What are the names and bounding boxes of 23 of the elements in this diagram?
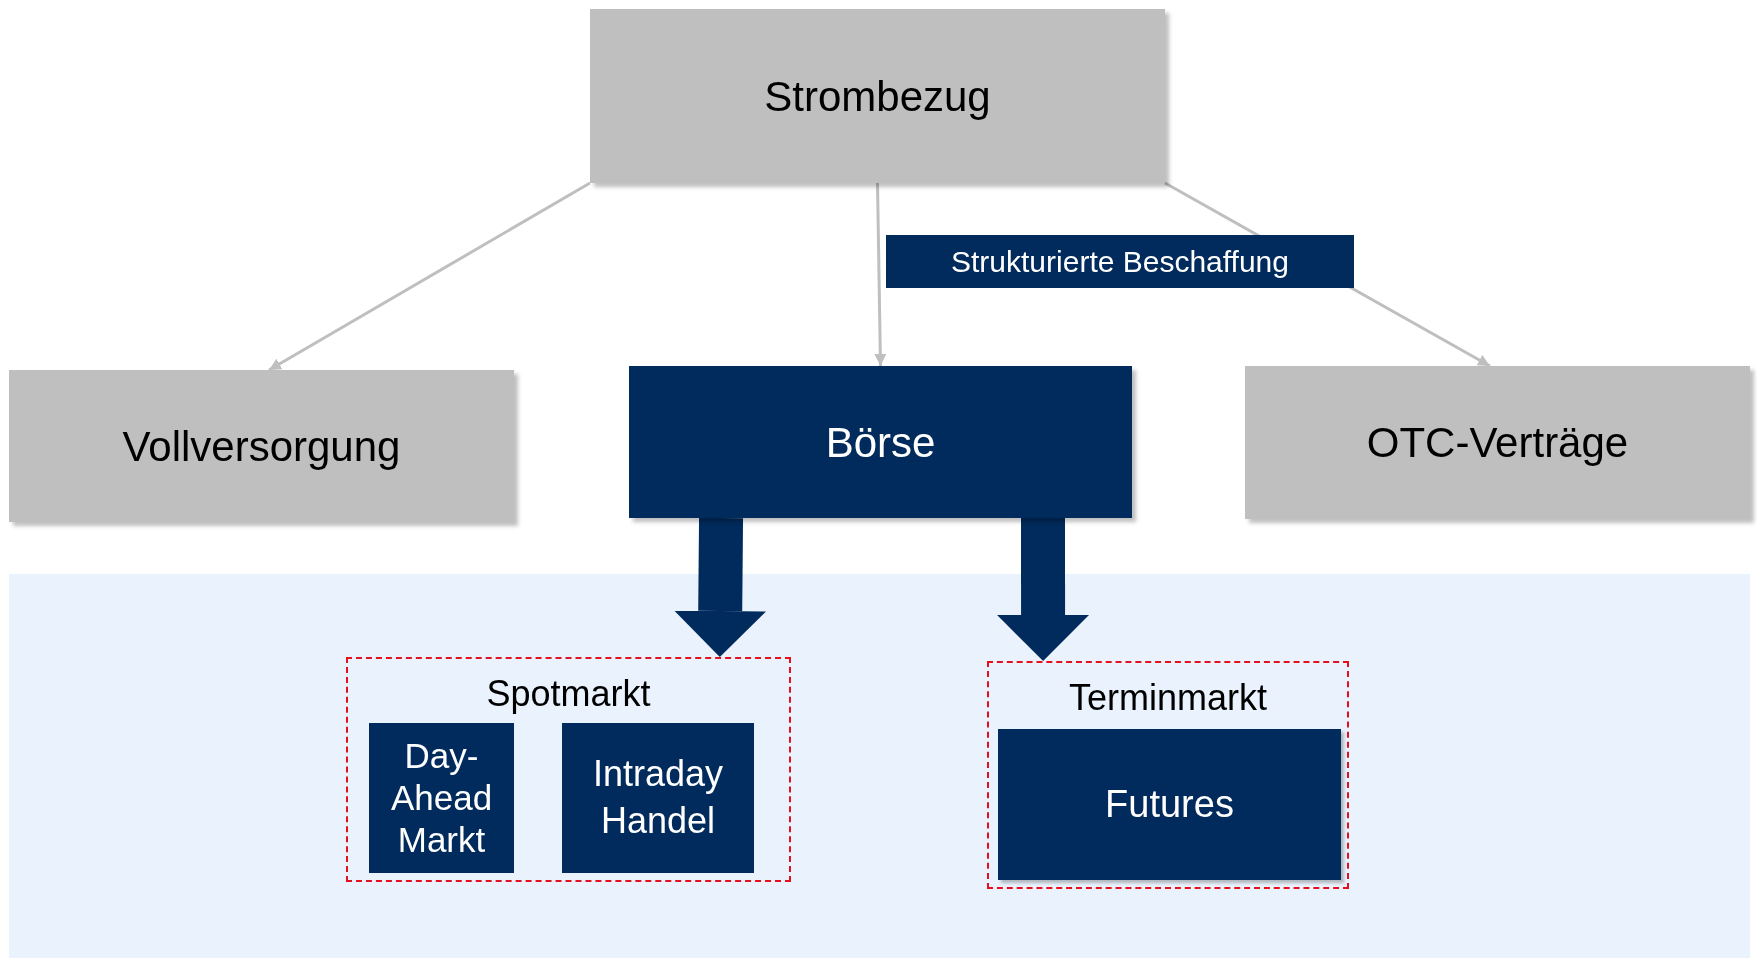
edge-label: Strukturierte Beschaffung	[886, 235, 1354, 288]
node-label: Day-Ahead Markt	[389, 735, 494, 861]
process-box	[998, 729, 1341, 880]
process-box	[590, 9, 1165, 183]
node-label: Intraday Handel	[591, 752, 725, 843]
node-label: Futures	[1104, 782, 1235, 827]
node-label: Terminmarkt	[1068, 676, 1268, 720]
block-arrow	[997, 518, 1090, 661]
process-box	[369, 723, 514, 873]
process-box	[562, 723, 754, 873]
arrow	[268, 181, 591, 372]
arrow	[874, 182, 887, 367]
node-label: OTC-Verträge	[1365, 418, 1630, 468]
node-label: Spotmarkt	[485, 672, 652, 716]
group-box	[346, 657, 791, 882]
group-box	[987, 661, 1349, 889]
node-label: Börse	[824, 417, 937, 468]
process-box	[9, 370, 514, 522]
block-arrow	[674, 517, 767, 657]
process-box	[1245, 366, 1750, 519]
node-label: Vollversorgung	[121, 421, 402, 472]
process-box	[629, 366, 1132, 518]
node-label: Strombezug	[763, 71, 992, 122]
